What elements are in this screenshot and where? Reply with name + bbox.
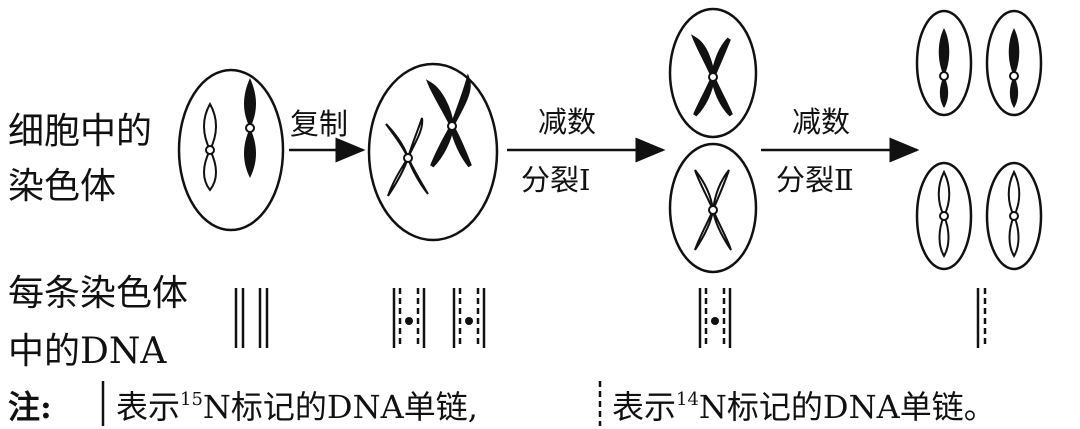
dna-strands-stage4	[978, 288, 985, 348]
note-legend-14n: 表示14N标记的DNA单链。	[612, 388, 996, 426]
dna-strands-stage1	[236, 288, 267, 348]
cell-outline	[179, 70, 283, 230]
centromere-dot	[405, 317, 413, 325]
chromosome-dark	[939, 28, 950, 108]
chromosome-dark	[1009, 28, 1020, 108]
label-meiosis-2-bottom: 分裂Ⅱ	[776, 163, 854, 197]
dna-strands-stage3	[700, 288, 730, 348]
dna-strands-stage2	[394, 288, 484, 348]
label-replication: 复制	[290, 107, 348, 141]
centromere-dot	[465, 317, 473, 325]
label-meiosis-2-top: 减数	[792, 105, 850, 139]
cell-meiosis2-light-1	[917, 163, 971, 269]
note-legend-15n: 表示15N标记的DNA单链,	[116, 388, 478, 426]
centromere-dot	[711, 317, 719, 325]
chromosome-light	[939, 172, 950, 256]
cell-meiosis2-dark-2	[987, 11, 1041, 115]
row-label-chromosomes-line2: 染色体	[8, 166, 116, 207]
row-label-dna-line2: 中的DNA	[8, 331, 167, 372]
label-meiosis-1-top: 减数	[538, 105, 596, 139]
chromosome-light-replicated	[386, 118, 428, 196]
note-prefix: 注:	[8, 388, 52, 426]
chromosome-light	[204, 104, 216, 190]
chromosome-dark	[244, 78, 256, 178]
chromosome-light	[1009, 172, 1020, 256]
row-label-dna-line1: 每条染色体	[8, 273, 188, 314]
cell-after-replication	[369, 64, 497, 240]
cell-meiosis2-light-2	[987, 163, 1041, 269]
chromosome-dark-replicated	[695, 39, 731, 115]
row-label-chromosomes-line1: 细胞中的	[8, 111, 152, 152]
chromosome-dark-replicated	[430, 80, 470, 166]
label-meiosis-1-bottom: 分裂Ⅰ	[521, 163, 590, 197]
cell-before-replication	[179, 70, 283, 230]
cell-meiosis1-bottom	[670, 144, 756, 272]
cell-meiosis1-top	[670, 9, 756, 137]
chromosome-light-replicated	[695, 170, 731, 250]
cell-meiosis2-dark-1	[917, 11, 971, 115]
